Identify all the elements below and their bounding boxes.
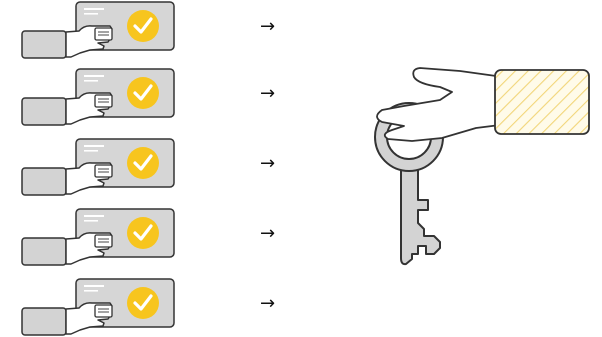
check-badge <box>127 217 159 249</box>
right-arrow-icon: → <box>260 293 275 314</box>
small-document <box>94 27 113 41</box>
verified-card-rows: → → → → → <box>21 1 275 336</box>
card-text-line <box>84 145 104 147</box>
card-text-line <box>84 290 98 292</box>
checkmark-icon <box>133 224 153 241</box>
small-document <box>94 94 113 108</box>
hand-icon <box>376 67 501 142</box>
card-text-line <box>84 220 98 222</box>
card-text-line <box>84 80 98 82</box>
sleeve <box>21 307 67 336</box>
checkmark-icon <box>133 294 153 311</box>
right-arrow-icon: → <box>260 153 275 174</box>
card-text-line <box>84 150 98 152</box>
card-text-line <box>84 215 104 217</box>
right-arrow-icon: → <box>260 16 275 37</box>
hatched-sleeve <box>494 69 590 135</box>
check-badge <box>127 147 159 179</box>
checkmark-icon <box>133 17 153 34</box>
sleeve <box>21 97 67 126</box>
row-1: → <box>21 1 275 59</box>
row-4: → <box>21 208 275 266</box>
row-5: → <box>21 278 275 336</box>
card-text-line <box>84 75 104 77</box>
right-arrow-icon: → <box>260 83 275 104</box>
small-document <box>94 234 113 248</box>
small-document <box>94 164 113 178</box>
hand-holding-key <box>374 67 590 266</box>
row-3: → <box>21 138 275 196</box>
right-arrow-icon: → <box>260 223 275 244</box>
sleeve <box>21 237 67 266</box>
check-badge <box>127 77 159 109</box>
checkmark-icon <box>133 84 153 101</box>
checkmark-icon <box>133 154 153 171</box>
small-document <box>94 304 113 318</box>
card-text-line <box>84 8 104 10</box>
sleeve <box>21 167 67 196</box>
check-badge <box>127 287 159 319</box>
card-text-line <box>84 285 104 287</box>
row-2: → <box>21 68 275 126</box>
card-text-line <box>84 13 98 15</box>
check-badge <box>127 10 159 42</box>
sleeve <box>21 30 67 59</box>
